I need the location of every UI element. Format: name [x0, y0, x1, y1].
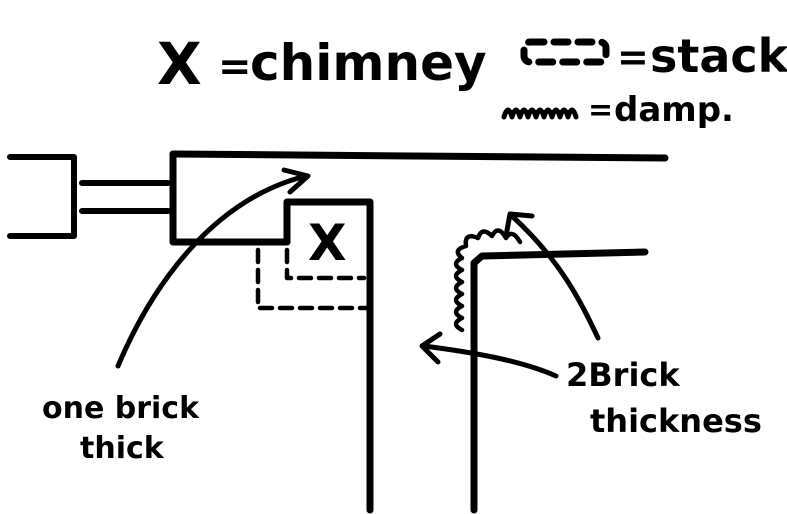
label-one-brick-line2: thick — [80, 431, 165, 466]
label-two-brick-line1: 2Brick — [566, 356, 680, 394]
stack-outer-dashed — [255, 247, 369, 311]
one-brick-arrow — [115, 173, 309, 369]
legend-stack-equals: = — [617, 35, 649, 79]
legend-stack-label: stack — [650, 29, 787, 83]
left-wall-stub — [7, 154, 77, 239]
two-brick-arrowhead-upper — [503, 211, 535, 239]
one-brick-arrowhead — [281, 167, 311, 195]
connecting-wall-lines — [79, 180, 171, 214]
legend-stack-symbol — [520, 38, 610, 66]
two-brick-arrowhead-left — [419, 331, 443, 365]
two-brick-arrow-left — [421, 343, 559, 379]
two-brick-arrow-upper — [509, 213, 601, 341]
label-two-brick-line2: thickness — [590, 402, 762, 440]
legend-chimney-symbol: X — [157, 30, 202, 98]
legend-damp-symbol — [501, 107, 579, 120]
top-wall-left-end — [169, 150, 291, 246]
right-wall-l-shape — [470, 248, 649, 514]
legend-chimney-label: chimney — [250, 34, 487, 92]
stack-outline — [255, 247, 369, 311]
legend-damp-equals: = — [588, 93, 613, 128]
chimney-breast-wall — [283, 198, 374, 514]
top-wall-upper-edge — [169, 150, 669, 162]
chimney-symbol: X — [308, 214, 347, 272]
legend: X = chimney = stack = damp. — [157, 29, 787, 130]
annotation-arrows — [115, 167, 601, 379]
stack-inner-dashed — [284, 247, 367, 281]
label-one-brick-line1: one brick — [42, 391, 200, 426]
legend-chimney-equals: = — [218, 44, 252, 90]
damp-squiggle — [453, 228, 523, 333]
legend-damp-label: damp. — [614, 90, 734, 130]
walls — [7, 150, 669, 514]
